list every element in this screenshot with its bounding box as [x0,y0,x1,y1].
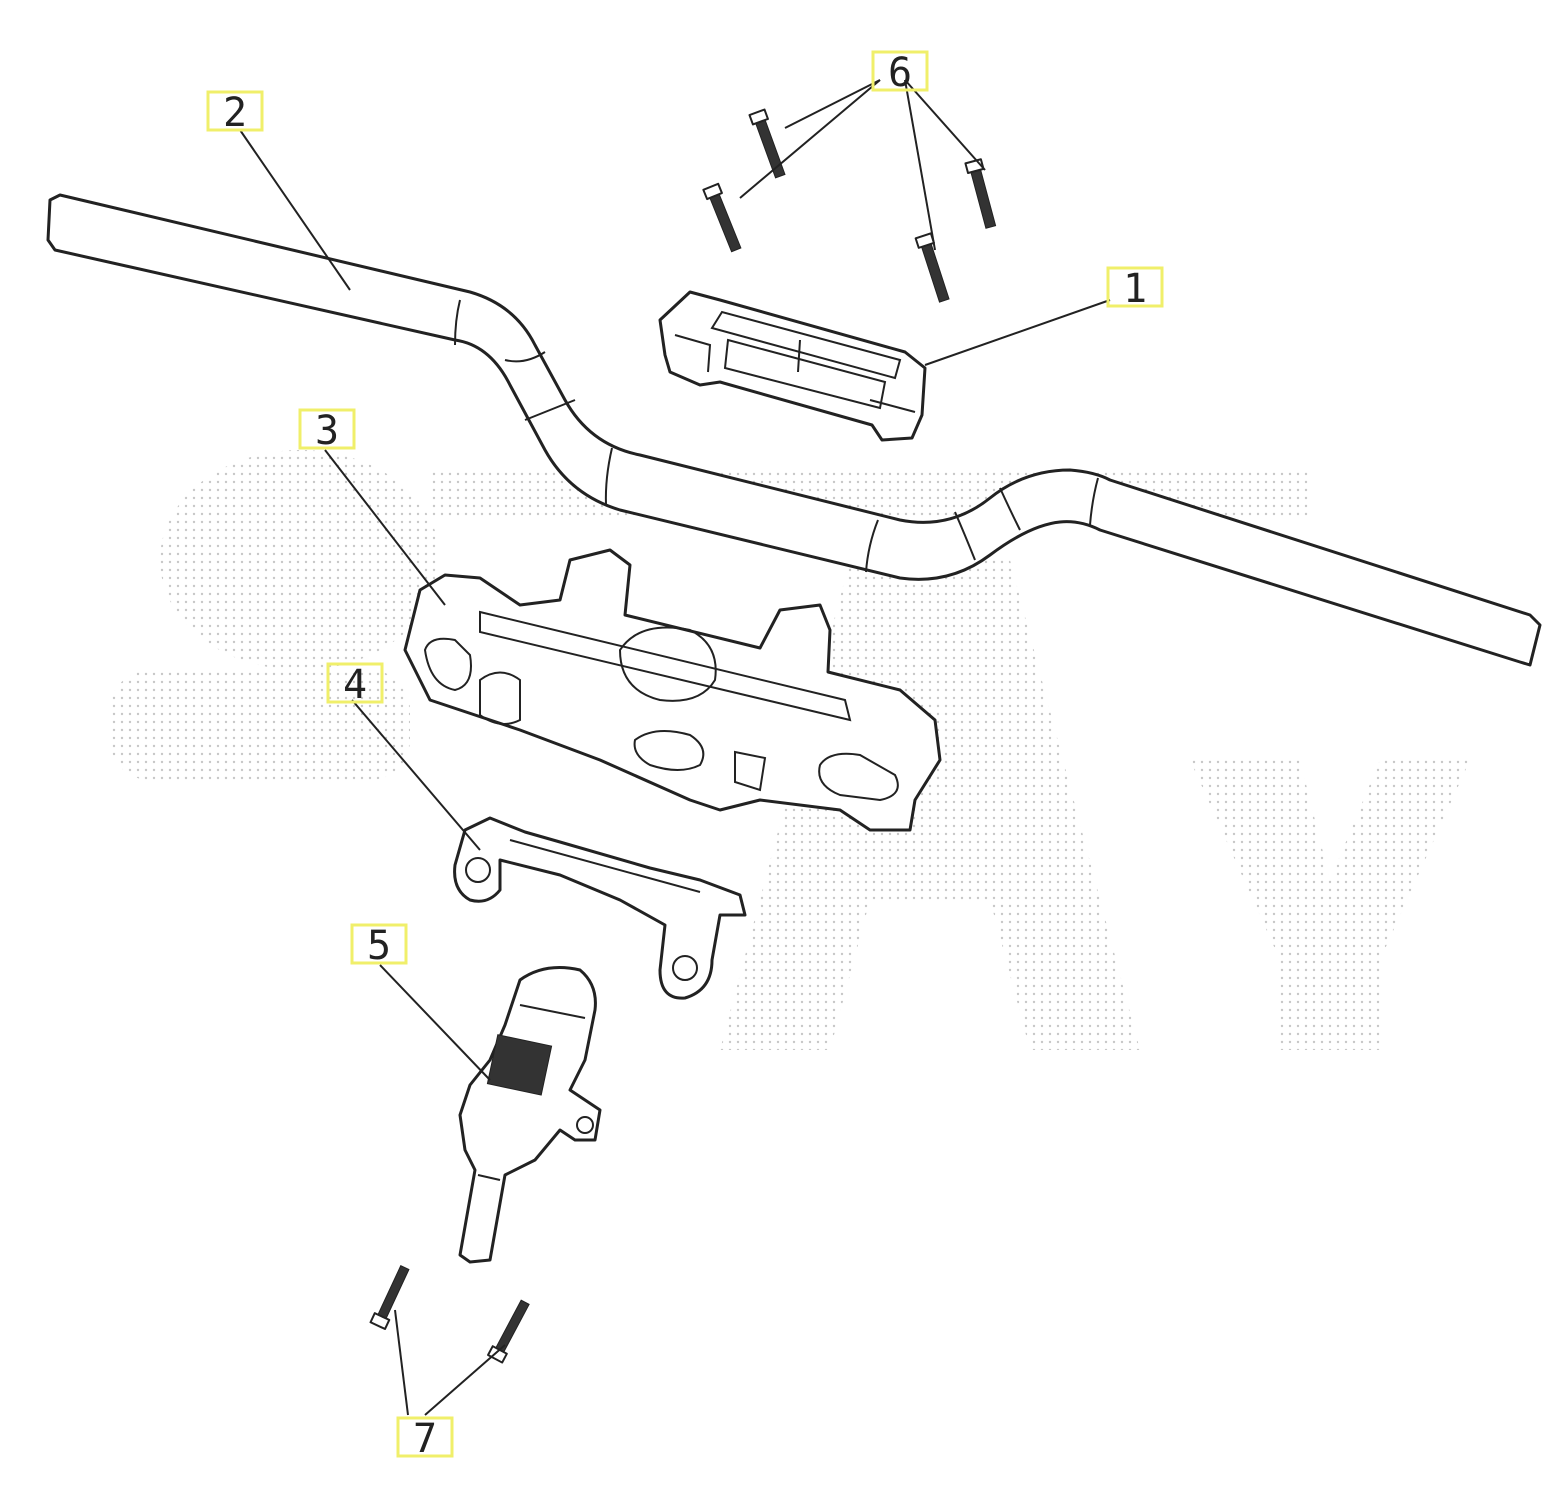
callout-4-label: 4 [343,662,367,708]
lower-bracket-part [403,548,942,832]
callout-2: 2 [206,90,264,136]
callout-1: 1 [1106,266,1164,312]
callout-7: 7 [396,1416,454,1462]
screws-7-part [369,1265,530,1364]
lever-bracket-part [453,816,747,1000]
callout-5: 5 [350,923,408,969]
callout-3-label: 3 [315,408,339,454]
switch-assembly-part [458,966,602,1264]
callout-1-label: 1 [1123,266,1147,312]
callout-3: 3 [298,408,356,454]
callout-6: 6 [871,50,929,96]
callout-7-label: 7 [413,1416,437,1462]
callout-4: 4 [326,662,384,708]
handlebar-part [46,193,1542,667]
bolts-6-part [702,108,997,303]
callout-6-label: 6 [888,50,912,96]
upper-clamp-part [658,290,927,442]
callout-5-label: 5 [367,923,391,969]
leader-lines [239,79,1111,1416]
callout-2-label: 2 [223,90,247,136]
